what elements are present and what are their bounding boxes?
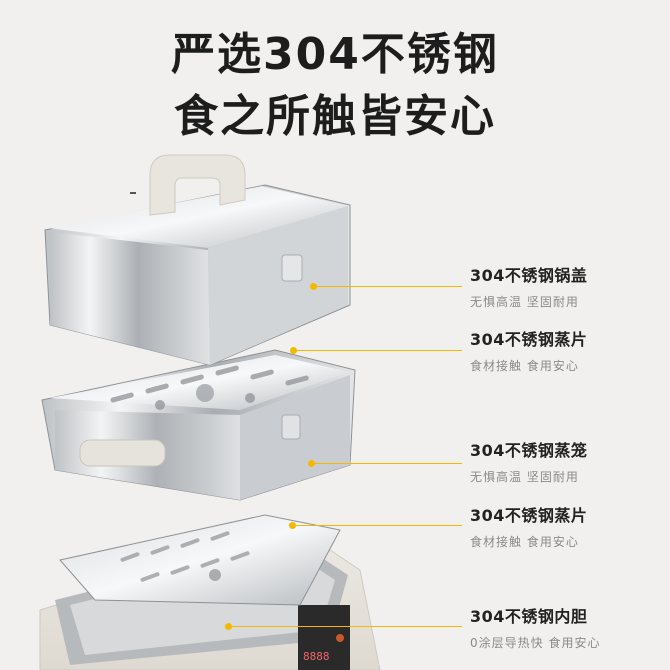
leader-line-basket [310,463,462,464]
callout-steam-plate-lower: 304不锈钢蒸片 食材接触 食用安心 [470,502,660,550]
steamer-product-illustration: 8888 [39,154,381,670]
leader-dot-lid [310,283,317,290]
callout-lid: 304不锈钢锅盖 无惧高温 坚固耐用 [470,262,660,310]
callout-subtitle: 食材接触 食用安心 [470,535,579,549]
leader-line-inner-pot [228,626,462,627]
headline-line-1: 严选304不锈钢 [171,29,499,80]
callout-title: 304不锈钢蒸笼 [470,441,588,460]
callout-inner-pot: 304不锈钢内胆 0涂层导热快 食用安心 [470,603,660,651]
leader-dot-inner-pot [225,623,232,630]
callout-subtitle: 无惧高温 坚固耐用 [470,470,579,484]
callout-basket: 304不锈钢蒸笼 无惧高温 坚固耐用 [470,437,660,485]
display-readout: 8888 [303,650,330,663]
lower-steaming-plate [59,514,341,606]
leader-line-lid [312,286,462,287]
callout-subtitle: 无惧高温 坚固耐用 [470,295,579,309]
leader-line-steam-plate-lower [292,525,462,526]
callout-title: 304不锈钢蒸片 [470,506,588,525]
leader-line-steam-plate-upper [292,350,462,351]
leader-dot-steam-plate-upper [290,347,297,354]
steaming-basket [41,349,356,501]
callout-steam-plate-upper: 304不锈钢蒸片 食材接触 食用安心 [470,326,660,374]
leader-dot-basket [308,460,315,467]
basket-handle [79,439,166,467]
callout-title: 304不锈钢锅盖 [470,266,588,285]
callout-subtitle: 食材接触 食用安心 [470,359,579,373]
lid-handle [149,154,246,216]
callout-title: 304不锈钢内胆 [470,607,588,626]
steamer-lid [44,154,351,366]
callout-title: 304不锈钢蒸片 [470,330,588,349]
callout-subtitle: 0涂层导热快 食用安心 [470,636,601,650]
leader-dot-steam-plate-lower [289,522,296,529]
headline-line-2: 食之所触皆安心 [174,91,496,142]
